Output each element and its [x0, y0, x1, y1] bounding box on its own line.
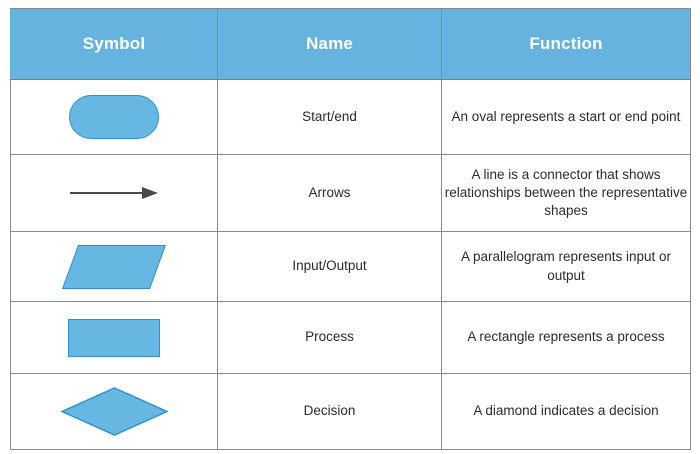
- symbol-cell-arrows: [10, 154, 218, 232]
- column-header-symbol: Symbol: [10, 8, 218, 80]
- table-row: Arrows A line is a connector that shows …: [10, 154, 691, 232]
- shape-container: [11, 155, 217, 231]
- shape-container: [11, 374, 217, 449]
- shape-inner: [58, 387, 170, 436]
- arrow-head: [142, 187, 158, 199]
- table-body: Start/end An oval represents a start or …: [10, 79, 691, 450]
- symbol-cell-decision: [10, 373, 218, 450]
- name-cell: Decision: [217, 373, 442, 450]
- shape-inner: [58, 318, 170, 357]
- function-cell: An oval represents a start or end point: [441, 79, 691, 155]
- arrow-right-icon: [70, 187, 158, 199]
- column-header-name: Name: [217, 8, 442, 80]
- arrow-line: [70, 192, 144, 194]
- function-cell: A line is a connector that shows relatio…: [441, 154, 691, 232]
- name-cell: Process: [217, 301, 442, 374]
- name-cell: Start/end: [217, 79, 442, 155]
- symbol-cell-input-output: [10, 231, 218, 302]
- shape-inner: [58, 244, 170, 289]
- function-cell: A rectangle represents a process: [441, 301, 691, 374]
- table-row: Input/Output A parallelogram represents …: [10, 231, 691, 302]
- diamond-shape-icon: [60, 387, 168, 436]
- shape-inner: [58, 95, 170, 139]
- shape-inner: [58, 187, 170, 199]
- name-cell: Arrows: [217, 154, 442, 232]
- function-cell: A parallelogram represents input or outp…: [441, 231, 691, 302]
- parallelogram-shape-icon: [61, 244, 167, 289]
- symbol-cell-process: [10, 301, 218, 374]
- rectangle-shape-icon: [68, 318, 160, 357]
- table-header: Symbol Name Function: [10, 8, 691, 80]
- flowchart-symbols-table: Symbol Name Function Start/end An oval r…: [10, 8, 691, 450]
- name-cell: Input/Output: [217, 231, 442, 302]
- column-header-function: Function: [441, 8, 691, 80]
- table-row: Decision A diamond indicates a decision: [10, 373, 691, 450]
- shape-container: [11, 302, 217, 373]
- shape-container: [11, 80, 217, 154]
- table-row: Start/end An oval represents a start or …: [10, 79, 691, 155]
- table-header-row: Symbol Name Function: [10, 8, 691, 80]
- stadium-shape-icon: [69, 95, 159, 139]
- symbol-cell-start-end: [10, 79, 218, 155]
- table-row: Process A rectangle represents a process: [10, 301, 691, 374]
- shape-container: [11, 232, 217, 301]
- function-cell: A diamond indicates a decision: [441, 373, 691, 450]
